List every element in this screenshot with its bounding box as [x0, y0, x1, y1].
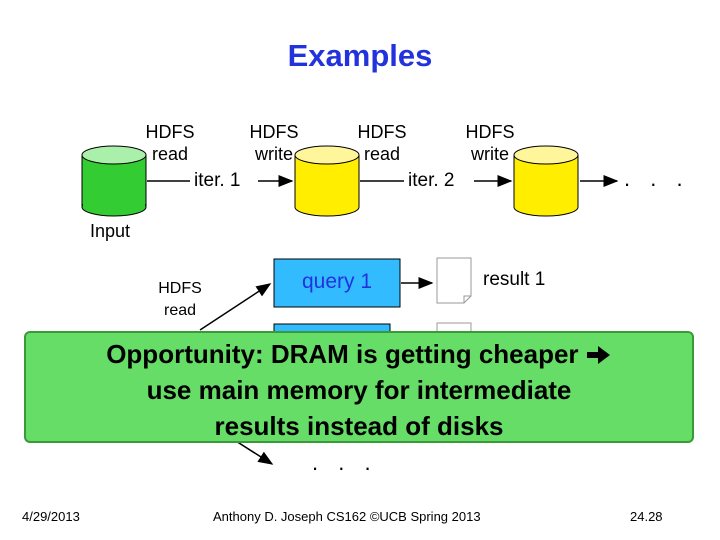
data-cylinder-1 [294, 145, 360, 217]
data-cylinder-2 [513, 145, 579, 217]
continuation-dots-bottom: . . . [312, 450, 378, 475]
query-1-label: query 1 [301, 270, 373, 293]
footer-date: 4/29/2013 [22, 509, 80, 524]
footer-credit: Anthony D. Joseph CS162 ©UCB Spring 2013 [213, 509, 481, 524]
result-1-document-icon [436, 257, 472, 304]
opportunity-callout: Opportunity: DRAM is getting cheaper use… [24, 331, 694, 443]
callout-line-1: Opportunity: DRAM is getting cheaper [26, 336, 692, 372]
iteration-1-label: iter. 1 [194, 170, 241, 191]
slide-number: 24.28 [630, 509, 663, 524]
query-1-box [273, 258, 401, 308]
input-label: Input [90, 221, 131, 241]
callout-line-3: results instead of disks [214, 411, 504, 441]
input-cylinder [81, 145, 147, 217]
continuation-dots-top: . . . [624, 166, 690, 191]
arrow-query-1 [199, 283, 272, 331]
arrow-right-icon [586, 346, 610, 364]
slide-title: Examples [287, 38, 433, 73]
callout-line-2: use main memory for intermediate [146, 375, 572, 405]
iteration-2-label: iter. 2 [408, 170, 455, 191]
result-1-label: result 1 [483, 269, 546, 290]
